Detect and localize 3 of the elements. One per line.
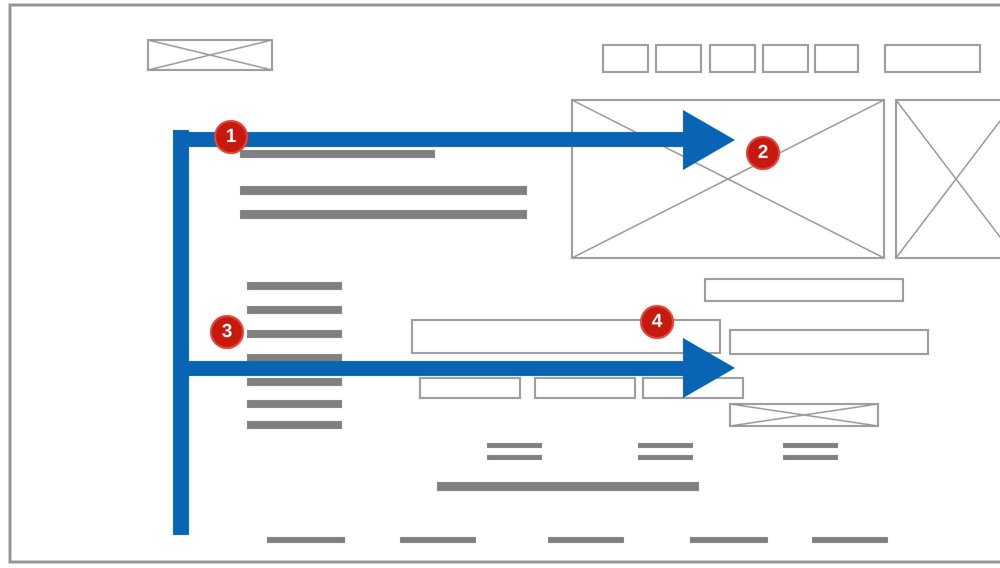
callout-number: 1 [214, 120, 248, 154]
callout-number: 3 [210, 315, 244, 349]
callout-number: 4 [640, 305, 674, 339]
